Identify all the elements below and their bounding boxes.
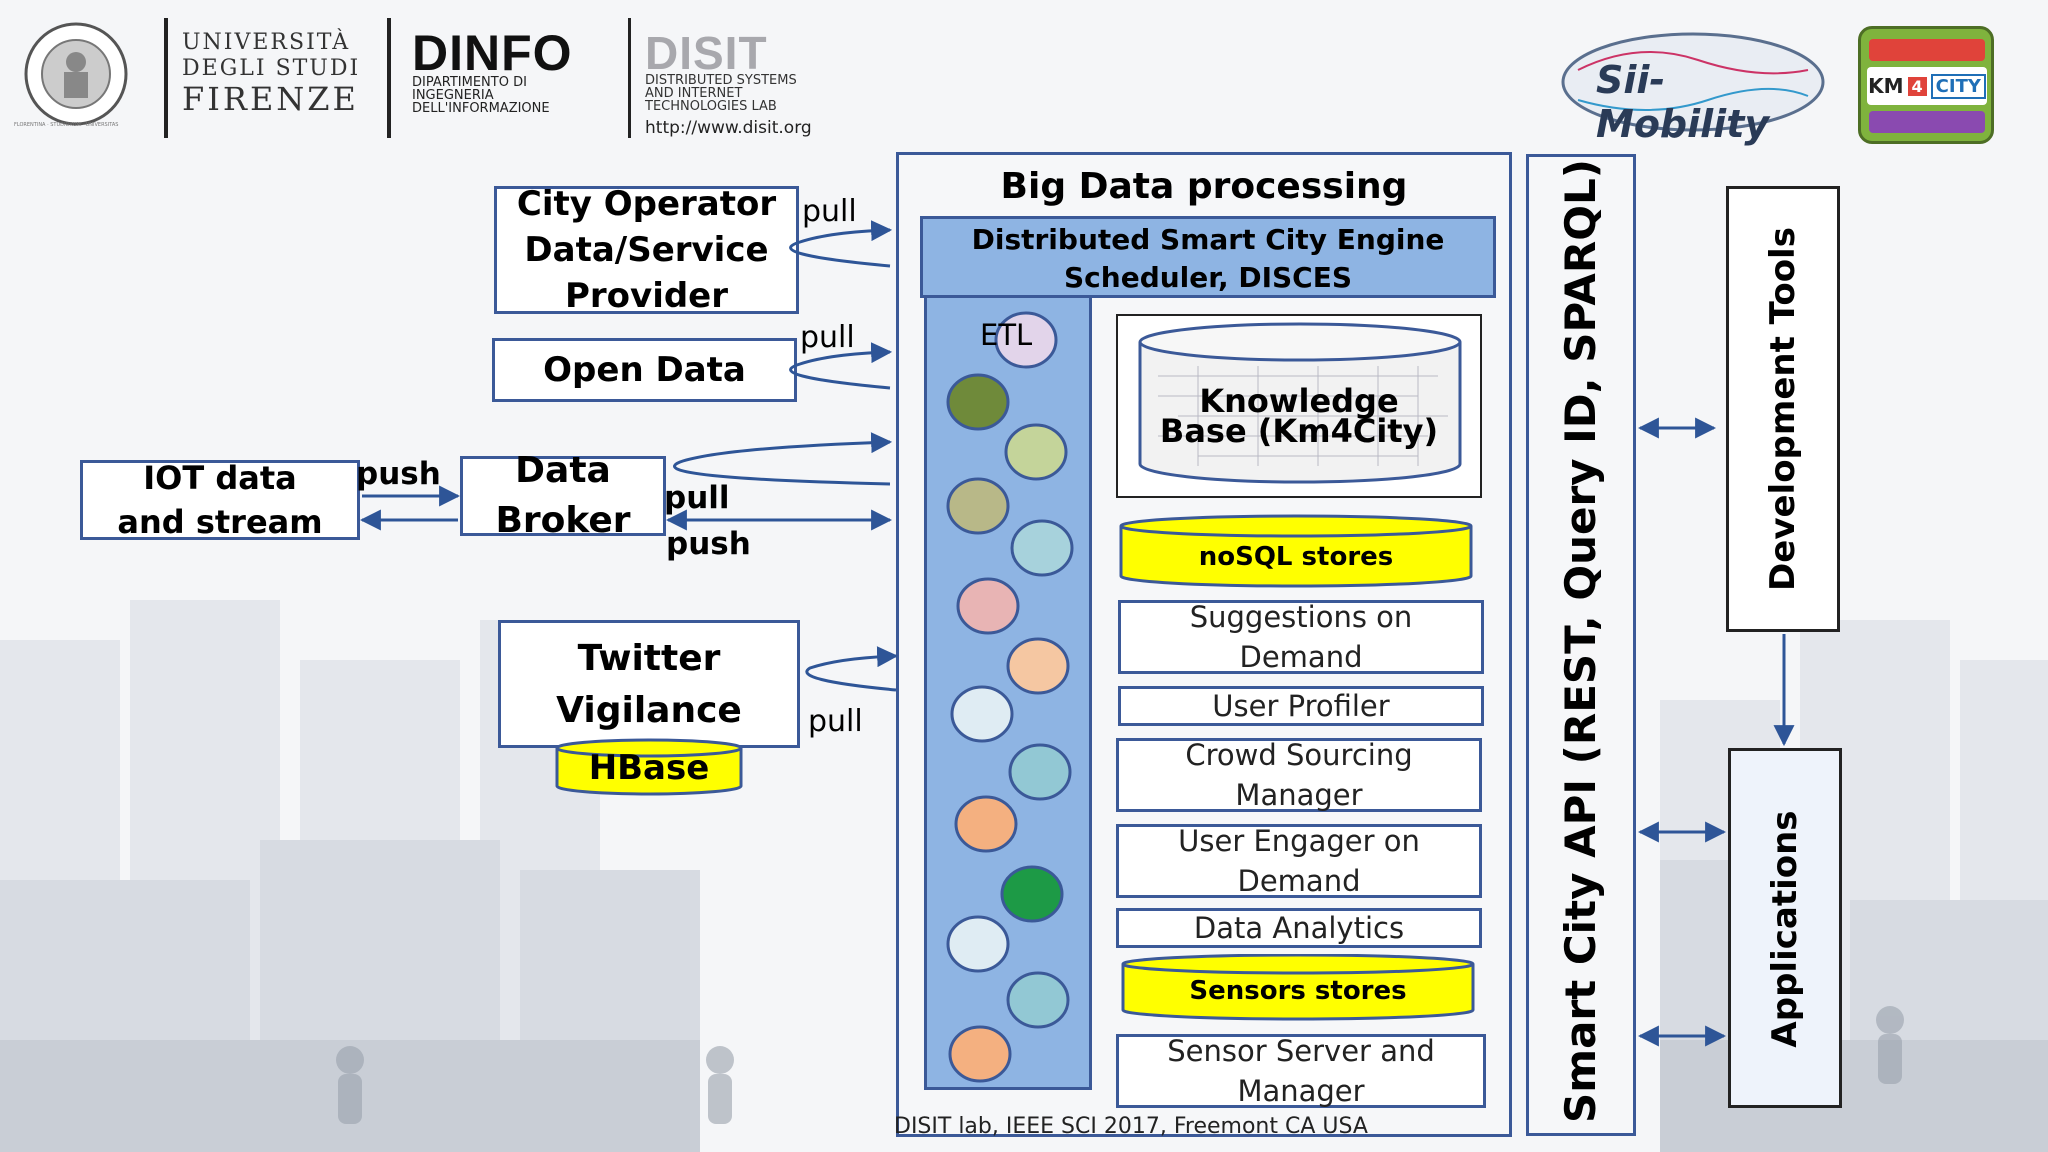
header-divider-2 (387, 18, 391, 138)
km4city-logo[interactable]: KM 4 CITY (1858, 26, 1994, 144)
etl-bubble (950, 685, 1014, 743)
sii-mobility-text: Sii-Mobility (1596, 58, 1770, 146)
etl-bubbles (946, 311, 1074, 1083)
etl-bubble (948, 1025, 1012, 1083)
etl-label: ETL (980, 318, 1033, 352)
iot-box[interactable]: IOT data and stream (80, 459, 360, 541)
push-label-iot: push (356, 456, 441, 492)
footer-caption: DISIT lab, IEEE SCI 2017, Freemont CA US… (894, 1114, 1368, 1139)
disit-title: DISIT (645, 27, 768, 79)
nosql-cylinder-icon (1119, 514, 1473, 588)
unifi-line1: UNIVERSITÀ (182, 30, 351, 55)
etl-bubble (1000, 865, 1064, 923)
user-profiler-module[interactable]: User Profiler (1118, 686, 1484, 726)
data-broker-box[interactable]: Data Broker (460, 450, 666, 541)
pull-label-open: pull (800, 320, 855, 355)
disit-logo[interactable]: DISIT DISTRIBUTED SYSTEMS AND INTERNET T… (645, 27, 865, 139)
open-data-label: Open Data (543, 350, 746, 390)
push-label-broker: push (666, 526, 751, 562)
unifi-name: UNIVERSITÀ DEGLI STUDI FIRENZE (182, 30, 382, 116)
etl-bubble (1010, 519, 1074, 577)
hbase-cylinder-icon (555, 738, 743, 796)
disit-sub1: DISTRIBUTED SYSTEMS (645, 73, 797, 88)
sensors-stores-label: Sensors stores (1189, 976, 1407, 1006)
knowledge-base-label: Knowledge Base (Km4City) (1159, 382, 1439, 450)
km4city-km: KM (1868, 74, 1904, 98)
sii-mobility-logo[interactable]: Sii-Mobility (1558, 30, 1828, 146)
user-engager-on-demand-module[interactable]: User Engager on Demand (1116, 824, 1482, 898)
dinfo-sub3: DELL'INFORMAZIONE (412, 101, 550, 116)
city-operator-box[interactable]: City Operator Data/Service Provider (494, 184, 799, 316)
crowd-sourcing-manager-module[interactable]: Crowd Sourcing Manager (1116, 738, 1482, 812)
development-tools-box[interactable]: Development Tools (1726, 186, 1840, 632)
hbase-store[interactable]: HBase (554, 738, 744, 796)
header-divider-1 (164, 18, 168, 138)
disit-sub2: AND INTERNET (645, 86, 743, 101)
twitter-vigilance-label: Twitter Vigilance (556, 638, 742, 731)
etl-bubble (946, 477, 1010, 535)
suggestions-on-demand-module[interactable]: Suggestions on Demand (1118, 600, 1484, 674)
engine-line2: Scheduler, DISCES (1064, 261, 1352, 294)
etl-bubble (946, 373, 1010, 431)
sensors-stores[interactable]: Sensors stores (1120, 953, 1476, 1022)
sensors-cylinder-icon (1121, 953, 1475, 1021)
unifi-logo[interactable]: FLORENTINA · STUDIORUM · UNIVERSITAS (14, 18, 154, 130)
sii-mobility-map-icon (1561, 32, 1825, 132)
applications-label: Applications (1765, 810, 1805, 1048)
header-divider-3 (628, 18, 631, 138)
etl-bubble (994, 311, 1058, 369)
big-data-processing-title: Big Data processing (1000, 166, 1408, 207)
disit-sub3: TECHNOLOGIES LAB (645, 99, 777, 114)
dinfo-sub2: INGEGNERIA (412, 88, 494, 103)
data-broker-label: Data Broker (495, 450, 631, 541)
smart-city-engine-banner[interactable]: Distributed Smart City Engine Scheduler,… (920, 216, 1496, 298)
nosql-stores-label: noSQL stores (1198, 542, 1394, 572)
engine-line1: Distributed Smart City Engine (971, 223, 1445, 256)
etl-bubble (1004, 423, 1068, 481)
km4city-4: 4 (1907, 76, 1927, 96)
iot-label: IOT data and stream (117, 459, 323, 541)
dinfo-sub1: DIPARTIMENTO DI (412, 75, 527, 90)
dinfo-title: DINFO (412, 25, 573, 81)
etl-bubble (956, 577, 1020, 635)
sensor-server-manager-module[interactable]: Sensor Server and Manager (1116, 1034, 1486, 1108)
unifi-seal-icon (24, 22, 128, 126)
disit-url[interactable]: http://www.disit.org (645, 118, 812, 138)
nosql-stores[interactable]: noSQL stores (1118, 514, 1474, 590)
smart-city-api-bar[interactable]: Smart City API (REST, Query ID, SPARQL) (1526, 154, 1636, 1136)
hbase-label: HBase (588, 748, 710, 788)
etl-bubble (954, 795, 1018, 853)
etl-bubble (946, 915, 1010, 973)
dinfo-logo[interactable]: DINFO DIPARTIMENTO DI INGEGNERIA DELL'IN… (412, 25, 617, 116)
etl-bubble (1006, 971, 1070, 1029)
applications-box[interactable]: Applications (1728, 748, 1842, 1108)
pull-label-broker: pull (664, 480, 730, 516)
etl-bubble (1006, 637, 1070, 695)
pull-label-city: pull (802, 194, 857, 229)
unifi-line2: DEGLI STUDI (182, 56, 361, 81)
smart-city-api-label: Smart City API (REST, Query ID, SPARQL) (1556, 159, 1605, 1123)
development-tools-label: Development Tools (1763, 227, 1803, 591)
city-operator-label: City Operator Data/Service Provider (516, 184, 777, 316)
etl-bubble (1008, 743, 1072, 801)
open-data-box[interactable]: Open Data (492, 338, 797, 402)
km4city-city: CITY (1930, 73, 1986, 99)
seal-text: FLORENTINA · STUDIORUM · UNIVERSITAS (14, 122, 119, 128)
knowledge-base-cylinder-icon (1138, 322, 1462, 484)
data-analytics-module[interactable]: Data Analytics (1116, 908, 1482, 948)
unifi-line3: FIRENZE (182, 80, 359, 118)
twitter-vigilance-box[interactable]: Twitter Vigilance (498, 620, 800, 748)
knowledge-base[interactable]: Knowledge Base (Km4City) (1116, 314, 1482, 498)
pull-label-twitter: pull (808, 704, 863, 739)
